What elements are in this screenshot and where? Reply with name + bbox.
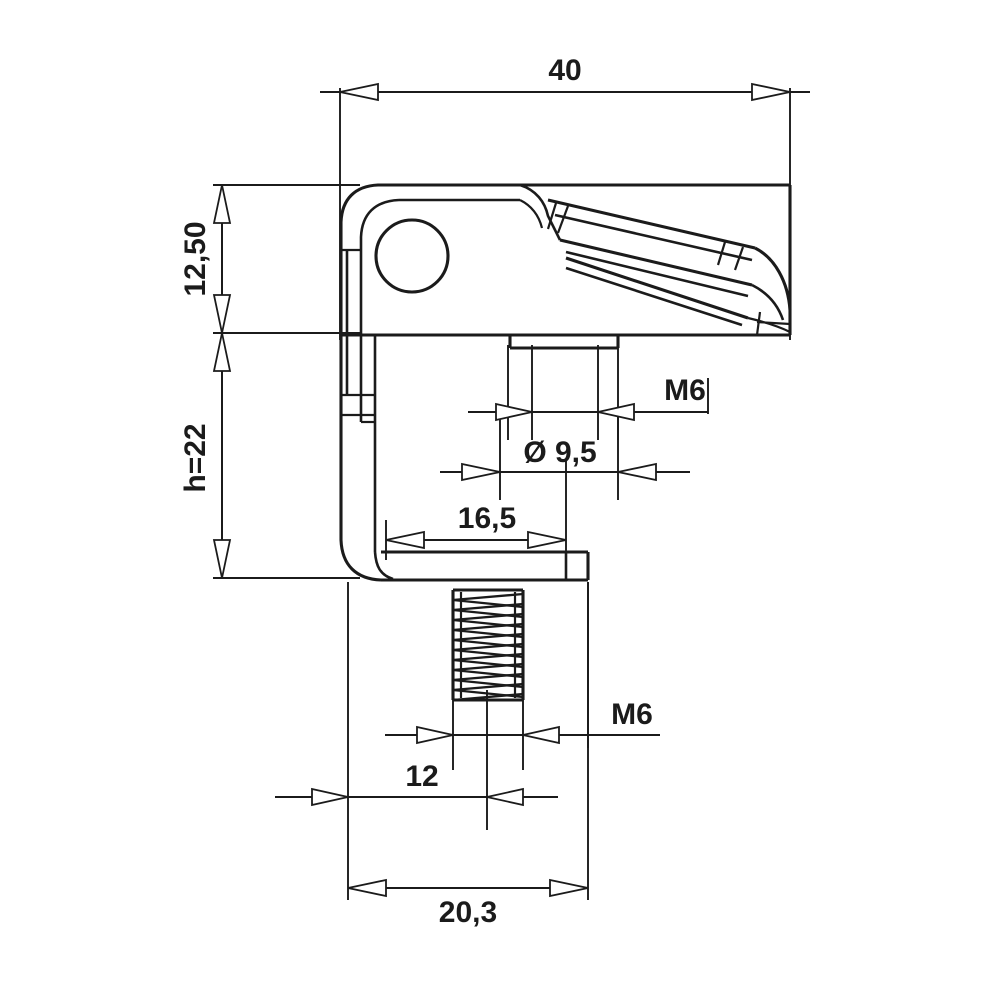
clamp-leg-body xyxy=(339,335,590,582)
dimension-label-screw-width: 12 xyxy=(405,760,438,793)
dimension-label-overall-width: 40 xyxy=(548,54,581,87)
dimension-label-head-height: 12,50 xyxy=(179,221,212,296)
dimension-thread-bottom: M6 xyxy=(385,698,660,745)
extension-lines xyxy=(213,88,791,900)
dimension-total-height: h=22 xyxy=(179,332,232,579)
dimension-label-base-width: 20,3 xyxy=(439,896,497,929)
dimension-label-throat-depth: 16,5 xyxy=(458,502,516,535)
dimension-overall-width: 40 xyxy=(320,54,810,102)
dimension-label-hole-diameter: Ø 9,5 xyxy=(523,436,596,469)
dimension-screw-width: 12 xyxy=(275,760,558,807)
dimension-label-thread-top: M6 xyxy=(664,374,706,407)
dimension-base-width: 20,3 xyxy=(347,878,589,929)
dimension-hole-diameter: Ø 9,5 xyxy=(440,436,690,482)
dimension-label-thread-bottom: M6 xyxy=(611,698,653,731)
dimension-head-height: 12,50 xyxy=(179,184,232,334)
screw-head-pad xyxy=(508,335,620,350)
dimension-label-total-height: h=22 xyxy=(179,423,212,492)
threaded-screw xyxy=(451,588,525,702)
dimension-throat-depth: 16,5 xyxy=(385,502,567,550)
clamp-arm-body xyxy=(339,183,792,337)
thread-profile xyxy=(452,592,524,702)
dimension-thread-top: M6 xyxy=(468,374,708,422)
